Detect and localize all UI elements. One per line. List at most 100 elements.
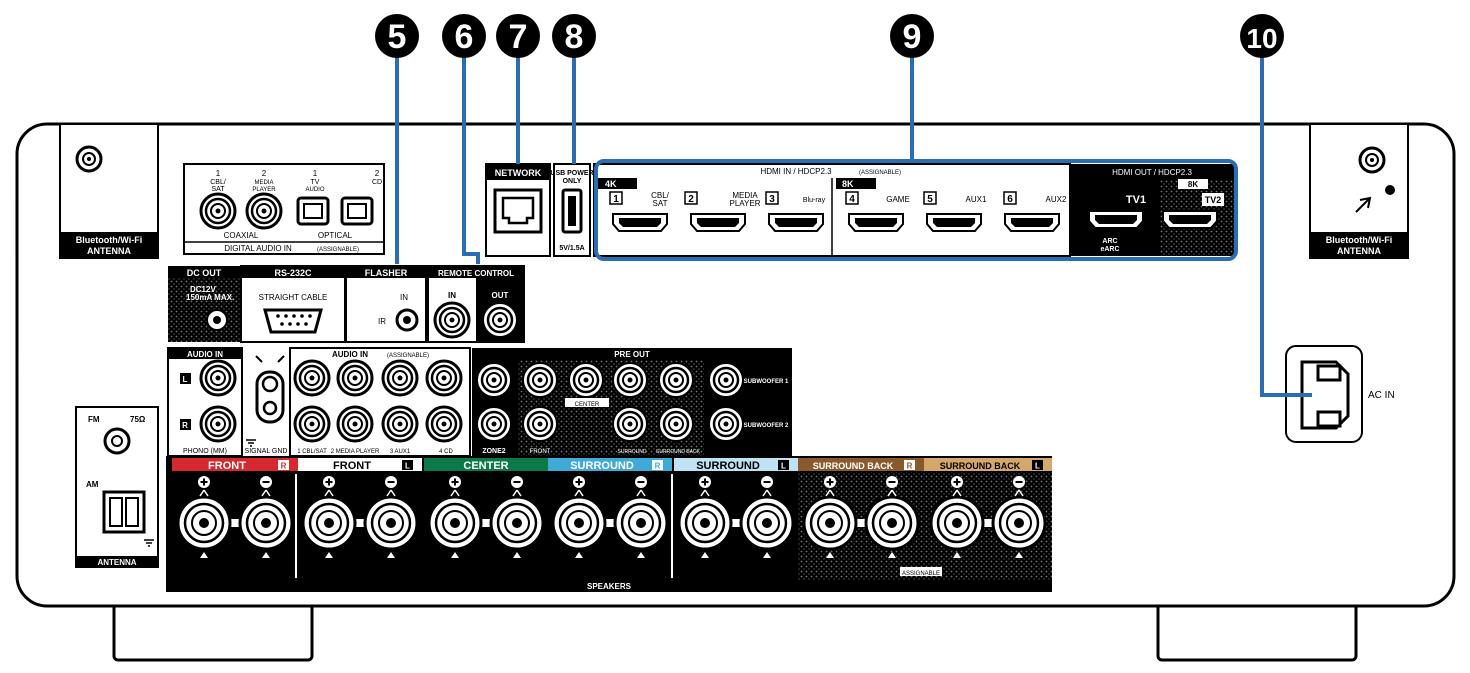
speaker-post-pair xyxy=(551,476,669,558)
callout-marker: 9 xyxy=(890,14,934,58)
hdmi-port-label: AUX1 xyxy=(966,195,987,204)
speaker-channel-side: L xyxy=(405,462,410,471)
svg-text:PRE OUT: PRE OUT xyxy=(614,350,650,359)
hdmi-jack xyxy=(848,213,904,232)
antenna-attach-icon xyxy=(1355,196,1372,213)
network-port: NETWORK xyxy=(485,163,551,257)
audio-in-phono: AUDIO IN L R PHONO (MM) xyxy=(167,347,243,457)
callout-lines xyxy=(395,52,1312,397)
bt-label-r1: Bluetooth/Wi-Fi xyxy=(1326,235,1392,245)
callout-marker: 8 xyxy=(552,14,596,58)
svg-text:(ASSIGNABLE): (ASSIGNABLE) xyxy=(387,353,429,359)
svg-text:2: 2 xyxy=(375,169,380,178)
svg-text:ASSIGNABLE: ASSIGNABLE xyxy=(902,571,940,577)
ac-in: AC IN xyxy=(1285,345,1395,443)
hdmi-port-number: 2 xyxy=(688,194,694,205)
audio-in-label: 2 MEDIA PLAYER xyxy=(331,449,380,455)
foot-left xyxy=(112,602,314,662)
svg-text:FRONT: FRONT xyxy=(530,449,551,455)
audio-in-label: 3 AUX1 xyxy=(390,449,411,455)
svg-text:1: 1 xyxy=(216,169,221,178)
svg-text:OUT: OUT xyxy=(492,291,509,300)
foot-right xyxy=(1156,602,1358,662)
optical-jack-2 xyxy=(340,196,374,226)
hdmi-jack xyxy=(612,213,668,232)
svg-text:AM: AM xyxy=(86,480,99,489)
svg-text:HDMI OUT / HDCP2.3: HDMI OUT / HDCP2.3 xyxy=(1112,168,1192,177)
coax-jack-2 xyxy=(245,192,283,230)
hdmi-port-label: MEDIA xyxy=(732,191,758,200)
svg-text:AUDIO IN: AUDIO IN xyxy=(332,350,368,359)
svg-text:SUBWOOFER 2: SUBWOOFER 2 xyxy=(744,423,789,429)
svg-text:AUDIO IN: AUDIO IN xyxy=(187,350,223,359)
hdmi-out-block: HDMI OUT / HDCP2.3 8K TV1 TV2 ARC eARC xyxy=(1070,164,1234,256)
speaker-post-pair xyxy=(295,474,419,578)
hdmi-port-label: CBL/ xyxy=(651,191,670,200)
svg-text:AUDIO: AUDIO xyxy=(305,187,324,193)
hdmi-port-label: SAT xyxy=(653,199,668,208)
bt-label-1: Bluetooth/Wi-Fi xyxy=(76,235,142,245)
svg-text:5V/1.5A: 5V/1.5A xyxy=(559,245,584,252)
svg-text:DC OUT: DC OUT xyxy=(187,268,222,278)
fm-am-antenna: FM 75Ω AM ANTENNA xyxy=(75,406,159,568)
hdmi-port-label: PLAYER xyxy=(730,199,761,208)
speaker-channel-name: FRONT xyxy=(333,460,371,472)
speaker-post-pair xyxy=(671,474,795,578)
speaker-channel-header: FRONT L xyxy=(298,458,422,472)
hdmi-port-label: Blu-ray xyxy=(803,197,826,204)
svg-text:L: L xyxy=(183,375,188,384)
svg-text:STRAIGHT CABLE: STRAIGHT CABLE xyxy=(259,293,328,302)
speaker-channel-name: SURROUND xyxy=(570,460,634,472)
svg-text:IN: IN xyxy=(448,291,456,300)
usb-port: USB POWER ONLY 5V/1.5A xyxy=(550,163,594,257)
svg-text:(ASSIGNABLE): (ASSIGNABLE) xyxy=(859,170,901,176)
hdmi-highlight-box xyxy=(594,159,1238,261)
callout-number: 10 xyxy=(1246,23,1277,54)
speaker-channel-name: FRONT xyxy=(208,460,246,472)
speaker-channel-side: R xyxy=(281,462,287,471)
flasher: FLASHER IN IR xyxy=(345,265,427,343)
svg-text:FLASHER: FLASHER xyxy=(365,268,408,278)
svg-text:SIGNAL GND: SIGNAL GND xyxy=(245,448,288,455)
remote-control: REMOTE CONTROL IN OUT xyxy=(427,265,525,343)
svg-text:USB POWER: USB POWER xyxy=(550,170,593,177)
svg-text:IR: IR xyxy=(378,317,386,326)
hdmi-jack xyxy=(690,213,746,232)
speaker-post-pair xyxy=(427,476,545,558)
svg-text:PHONO (MM): PHONO (MM) xyxy=(183,448,227,455)
speaker-channel-header: CENTER xyxy=(424,458,548,472)
svg-text:DIGITAL AUDIO IN: DIGITAL AUDIO IN xyxy=(224,244,292,253)
svg-text:PLAYER: PLAYER xyxy=(252,187,276,193)
svg-text:FM: FM xyxy=(88,415,100,424)
svg-text:RS-232C: RS-232C xyxy=(274,268,312,278)
hdmi-port-number: 4 xyxy=(849,194,855,205)
hdmi-out-tv1-port xyxy=(1088,210,1144,229)
svg-text:SPEAKERS: SPEAKERS xyxy=(587,582,632,591)
hdmi-port-label: AUX2 xyxy=(1046,195,1067,204)
svg-text:eARC: eARC xyxy=(1100,246,1119,253)
bt-label-r2: ANTENNA xyxy=(1337,246,1381,256)
callout-number: 9 xyxy=(903,18,922,56)
digital-audio-in: 1 CBL/ SAT 2 MEDIA PLAYER 1 TV AUDIO 2 C… xyxy=(183,163,385,255)
optical-jack-1 xyxy=(296,196,330,226)
svg-text:CBL/: CBL/ xyxy=(210,179,226,186)
hdmi-port-number: 3 xyxy=(769,194,775,205)
svg-text:MEDIA: MEDIA xyxy=(254,180,273,186)
svg-text:150mA MAX.: 150mA MAX. xyxy=(186,293,234,302)
svg-text:R: R xyxy=(182,421,188,430)
hdmi-port-number: 1 xyxy=(613,194,619,205)
coax-jack-1 xyxy=(199,192,237,230)
callout-number: 7 xyxy=(509,18,528,56)
audio-in-label: 1 CBL/SAT xyxy=(297,449,327,455)
svg-text:AC IN: AC IN xyxy=(1368,390,1395,401)
rs232c: RS-232C STRAIGHT CABLE xyxy=(240,265,346,343)
svg-text:1: 1 xyxy=(313,169,318,178)
svg-text:NETWORK: NETWORK xyxy=(495,168,542,178)
speaker-channel-name: SURROUND BACK xyxy=(940,461,1021,471)
svg-text:ANTENNA: ANTENNA xyxy=(97,558,136,567)
